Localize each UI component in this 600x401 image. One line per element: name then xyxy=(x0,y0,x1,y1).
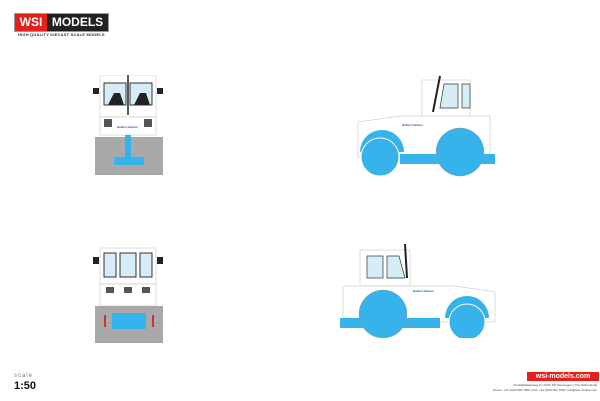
side-view-drawing-bottom: Ballast Nedam xyxy=(340,243,496,338)
footer-address: Oostelijkdwarsweg 8 | 2XXX PD Nieuwegein… xyxy=(513,383,597,387)
side-livery-top: Ballast Nedam xyxy=(402,123,423,127)
scale-label: scale xyxy=(14,373,34,379)
logo-models: MODELS xyxy=(47,14,108,31)
tagline: HIGH QUALITY DIECAST SCALE MODELS xyxy=(18,32,105,37)
scale-value: 1:50 xyxy=(14,380,37,392)
side-view-drawing-top: Ballast Nedam xyxy=(357,75,495,177)
side-livery-bottom: Ballast Nedam xyxy=(413,289,434,293)
wsi-logo: WSI MODELS xyxy=(14,13,109,32)
website-link[interactable]: wsi-models.com xyxy=(527,372,599,381)
footer-contact: Phone: +31 (0)20 000 7900 | Fax: +31 (0)… xyxy=(493,388,597,392)
rear-view-drawing xyxy=(93,247,163,343)
front-view-drawing: Ballast Nedam xyxy=(93,75,163,175)
front-livery: Ballast Nedam xyxy=(117,125,138,129)
logo-wsi: WSI xyxy=(15,14,47,31)
